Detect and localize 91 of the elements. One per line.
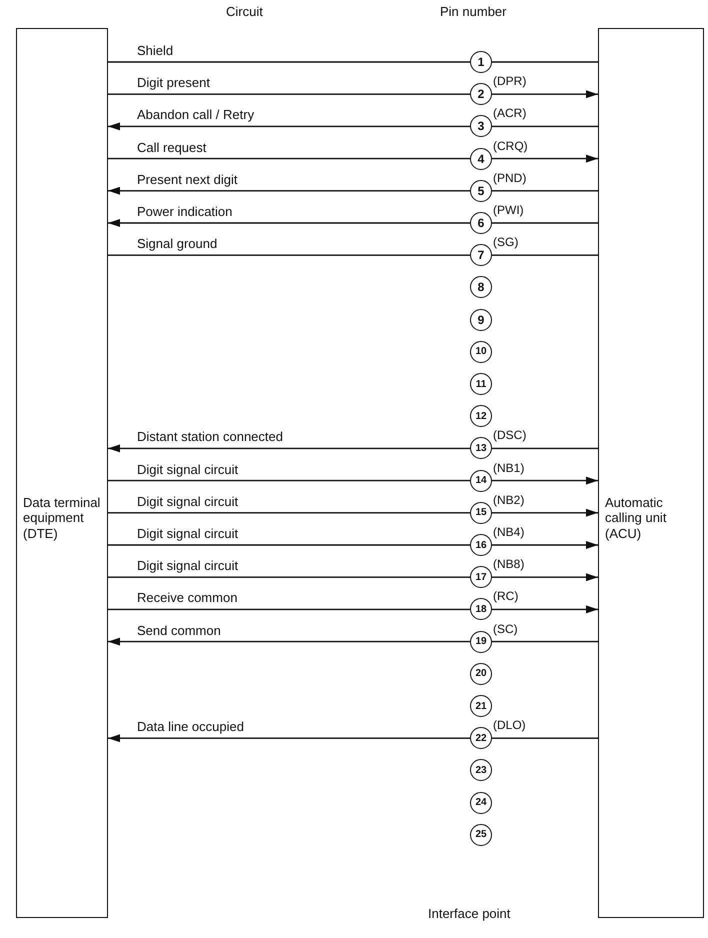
signal-line bbox=[492, 126, 598, 128]
signal-abbreviation: (SG) bbox=[493, 235, 518, 250]
pin-circle: 3 bbox=[470, 115, 492, 138]
signal-line bbox=[108, 734, 470, 742]
pin-circle: 8 bbox=[470, 276, 492, 298]
signal-line bbox=[108, 219, 470, 227]
signal-abbreviation: (DLO) bbox=[493, 718, 526, 732]
signal-abbreviation: (CRQ) bbox=[493, 138, 528, 153]
pin-circle: 16 bbox=[470, 534, 492, 556]
signal-line bbox=[108, 94, 470, 95]
edge-label: Present next digit bbox=[136, 172, 238, 187]
column-heading: Pin number bbox=[440, 4, 506, 19]
edge-label: Data line occupied bbox=[136, 719, 245, 734]
pin-circle: 17 bbox=[470, 566, 492, 588]
equipment-name: Automatic calling unit (ACU) bbox=[605, 494, 668, 542]
edge-label: Abandon call / Retry bbox=[136, 107, 256, 122]
column-heading: Interface point bbox=[428, 906, 510, 921]
edge-label: Receive common bbox=[136, 590, 238, 606]
signal-abbreviation: (ACR) bbox=[493, 106, 526, 120]
signal-line bbox=[108, 480, 470, 482]
signal-line bbox=[108, 254, 470, 256]
signal-line bbox=[108, 544, 470, 546]
signal-abbreviation: (SC) bbox=[493, 622, 518, 636]
pin-circle: 23 bbox=[470, 759, 492, 782]
signal-line bbox=[108, 158, 470, 160]
pin-circle: 5 bbox=[470, 180, 492, 202]
signal-abbreviation: (NB8) bbox=[493, 557, 524, 572]
pin-circle: 12 bbox=[470, 405, 492, 428]
signal-line bbox=[108, 444, 470, 452]
pin-circle: 11 bbox=[470, 373, 492, 395]
signal-line bbox=[108, 122, 470, 130]
equipment-box bbox=[598, 28, 704, 918]
signal-line bbox=[492, 605, 598, 614]
pin-circle: 10 bbox=[470, 340, 492, 363]
edge-label: Digit signal circuit bbox=[136, 494, 240, 509]
signal-line bbox=[492, 738, 598, 739]
signal-abbreviation: (PWI) bbox=[493, 203, 524, 217]
signal-line bbox=[108, 186, 470, 195]
signal-line bbox=[492, 573, 598, 582]
signal-abbreviation: (NB1) bbox=[493, 460, 524, 475]
column-heading: Circuit bbox=[226, 4, 263, 19]
pin-circle: 20 bbox=[470, 662, 492, 685]
signal-line bbox=[108, 61, 470, 63]
signal-line bbox=[492, 508, 598, 517]
signal-abbreviation: (DSC) bbox=[493, 428, 526, 442]
pin-circle: 6 bbox=[470, 212, 492, 234]
edge-label: Digit signal circuit bbox=[136, 462, 240, 477]
pin-circle: 15 bbox=[470, 502, 492, 524]
pin-circle: 1 bbox=[470, 51, 492, 73]
equipment-name: Data terminal equipment (DTE) bbox=[23, 494, 101, 542]
signal-abbreviation: (RC) bbox=[493, 589, 518, 604]
pin-circle: 4 bbox=[470, 148, 492, 170]
pin-circle: 14 bbox=[470, 470, 492, 492]
signal-line bbox=[492, 476, 598, 485]
signal-line bbox=[108, 576, 470, 578]
edge-label: Distant station connected bbox=[136, 429, 284, 444]
equipment-box bbox=[16, 28, 108, 918]
signal-abbreviation: (NB4) bbox=[493, 525, 524, 539]
edge-label: Call request bbox=[136, 140, 208, 155]
signal-line bbox=[108, 638, 470, 646]
edge-label: Digit signal circuit bbox=[136, 526, 240, 541]
signal-line bbox=[108, 512, 470, 514]
edge-label: Send common bbox=[136, 622, 222, 638]
pin-circle: 21 bbox=[470, 695, 492, 717]
pin-circle: 18 bbox=[470, 598, 492, 620]
signal-line bbox=[492, 190, 598, 192]
pin-circle: 24 bbox=[470, 792, 492, 814]
pin-circle: 13 bbox=[470, 437, 492, 460]
edge-label: Digit signal circuit bbox=[136, 558, 240, 574]
pin-circle: 2 bbox=[470, 83, 492, 106]
signal-line bbox=[492, 90, 598, 98]
signal-line bbox=[492, 154, 598, 163]
signal-line bbox=[492, 222, 598, 224]
pin-circle: 19 bbox=[470, 630, 492, 653]
signal-abbreviation: (PND) bbox=[493, 170, 526, 185]
pin-circle: 25 bbox=[470, 824, 492, 846]
edge-label: Digit present bbox=[136, 75, 211, 90]
edge-label: Power indication bbox=[136, 204, 234, 219]
pin-circle: 7 bbox=[470, 244, 492, 266]
edge-label: Signal ground bbox=[136, 236, 218, 252]
signal-line bbox=[492, 640, 598, 642]
signal-abbreviation: (DPR) bbox=[493, 74, 526, 88]
signal-abbreviation: (NB2) bbox=[493, 492, 524, 507]
signal-line bbox=[492, 541, 598, 549]
pin-circle: 22 bbox=[470, 727, 492, 750]
edge-label: Shield bbox=[136, 43, 174, 58]
pin-circle: 9 bbox=[470, 308, 492, 331]
signal-line bbox=[492, 61, 598, 63]
signal-line bbox=[108, 608, 470, 610]
signal-line bbox=[492, 448, 598, 450]
signal-line bbox=[492, 254, 598, 256]
